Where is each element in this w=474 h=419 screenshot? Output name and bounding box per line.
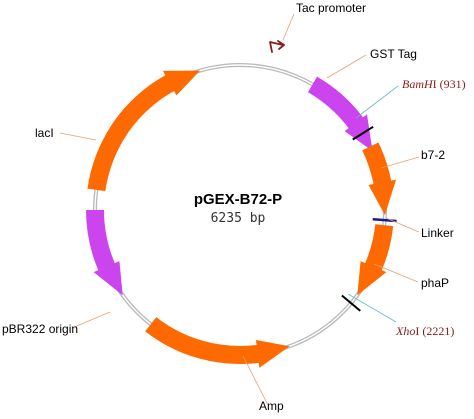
tac-promoter-leader: [282, 13, 295, 41]
b7-2-leader: [380, 156, 420, 169]
bamhi-cut-mark: [352, 125, 374, 141]
bamhi-leader: [355, 85, 399, 119]
xhoi-position: (2221): [422, 324, 454, 338]
gst-tag-leader: [326, 54, 367, 79]
xhoi-site-label: XhoI(2221): [395, 324, 454, 338]
phap-label: phaP: [421, 276, 449, 290]
bamhi-position: (931): [440, 77, 466, 91]
linker-label: Linker: [421, 226, 454, 240]
laci-arrow: [87, 70, 201, 192]
b7-2-arrow: [362, 142, 397, 216]
linker-leader: [385, 217, 420, 233]
plasmid-name: pGEX-B72-P: [194, 191, 282, 208]
xhoi-enzyme-suffix: I: [415, 324, 419, 338]
phap-leader: [373, 263, 419, 283]
pbr322-origin-leader: [71, 311, 111, 329]
xhoi-enzyme-name: Xho: [395, 324, 415, 338]
b7-2-label: b7-2: [421, 148, 445, 162]
tac-promoter-label: Tac promoter: [296, 1, 366, 15]
amp-label: Amp: [259, 399, 284, 413]
bamhi-enzyme-suffix: I: [433, 77, 437, 91]
bamhi-enzyme-name: BamH: [402, 77, 434, 91]
bamhi-site-label: BamHI(931): [402, 77, 466, 91]
gst-tag-arrow: [308, 76, 373, 152]
gst-tag-label: GST Tag: [370, 47, 417, 61]
pbr322-origin-arrow: [86, 210, 123, 296]
xhoi-cut-mark: [341, 294, 361, 312]
laci-leader: [59, 132, 97, 141]
phap-arrow: [357, 224, 394, 296]
amp-leader: [242, 355, 269, 406]
tac-promoter-icon: [269, 40, 285, 53]
xhoi-leader: [347, 293, 397, 323]
amp-arrow: [145, 317, 290, 368]
plasmid-size: 6235 bp: [211, 211, 266, 226]
laci-label: lacI: [35, 126, 54, 140]
pbr322-origin-label: pBR322 origin: [2, 322, 78, 336]
